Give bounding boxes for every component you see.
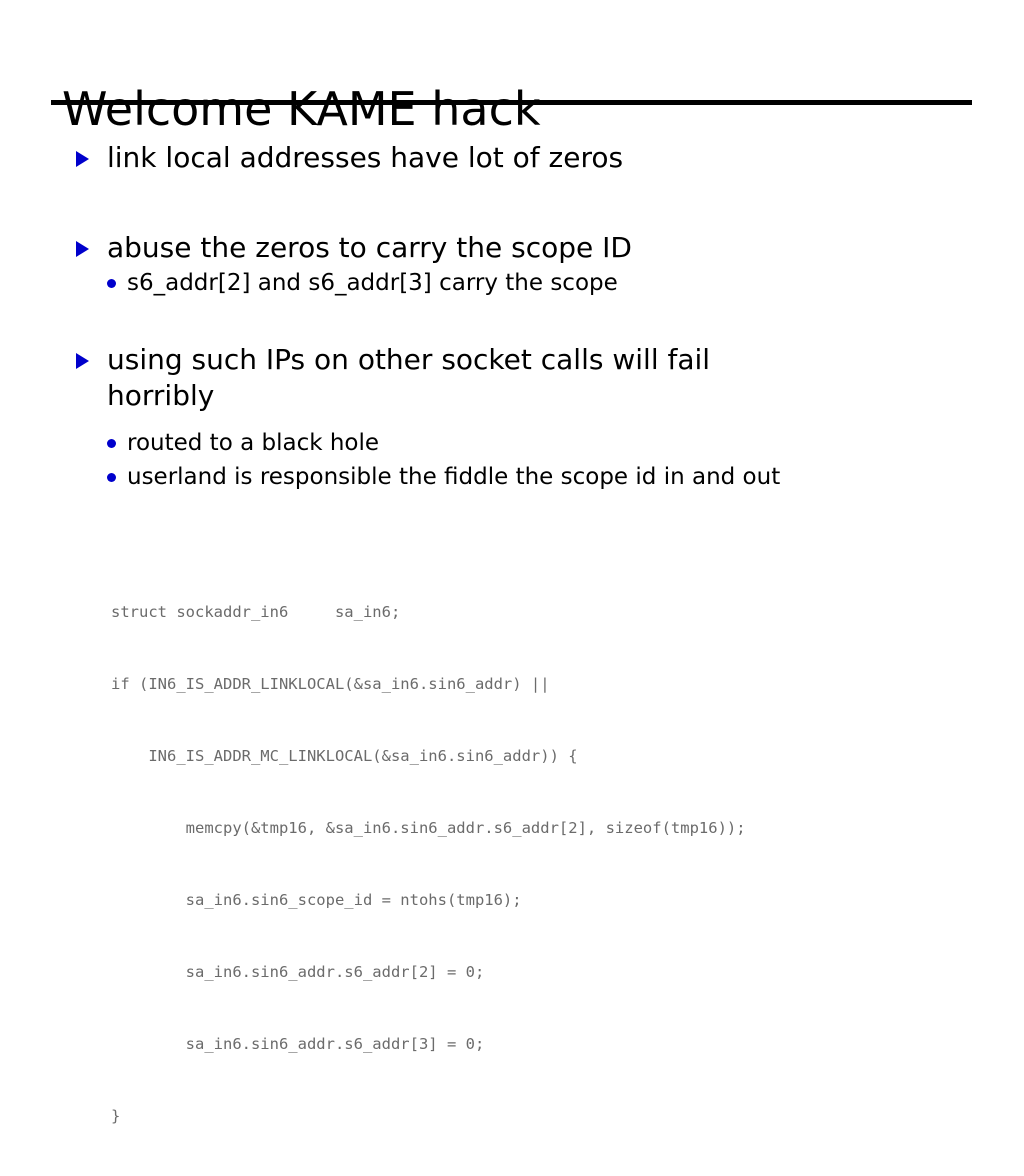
bullet-item: using such IPs on other socket calls wil… <box>0 342 1024 414</box>
title-divider <box>51 100 972 105</box>
spacer <box>0 300 1024 342</box>
sub-bullet-label: userland is responsible the fiddle the s… <box>127 464 781 490</box>
bullet-label: abuse the zeros to carry the scope ID <box>107 231 632 264</box>
sub-bullet-item: userland is responsible the fiddle the s… <box>0 460 1024 494</box>
bullet-label: link local addresses have lot of zeros <box>107 141 624 174</box>
bullet-item: abuse the zeros to carry the scope ID <box>0 230 1024 266</box>
bullet-item: link local addresses have lot of zeros <box>0 140 1024 176</box>
dot-icon <box>107 439 116 448</box>
sub-bullet-item: s6_addr[2] and s6_addr[3] carry the scop… <box>0 266 1024 300</box>
code-line: IN6_IS_ADDR_MC_LINKLOCAL(&sa_in6.sin6_ad… <box>111 747 578 765</box>
sub-bullet-label: routed to a black hole <box>127 430 380 456</box>
page-title: Welcome KAME hack <box>62 81 541 136</box>
code-line: sa_in6.sin6_scope_id = ntohs(tmp16); <box>111 891 522 909</box>
dot-icon <box>107 473 116 482</box>
spacer <box>0 176 1024 230</box>
spacer <box>0 414 1024 426</box>
sub-bullet-item: routed to a black hole <box>0 426 1024 460</box>
triangle-right-icon <box>76 151 89 167</box>
bullet-label: using such IPs on other socket calls wil… <box>107 343 711 412</box>
sub-bullet-label: s6_addr[2] and s6_addr[3] carry the scop… <box>127 270 618 296</box>
code-line: sa_in6.sin6_addr.s6_addr[3] = 0; <box>111 1035 485 1053</box>
code-line: if (IN6_IS_ADDR_LINKLOCAL(&sa_in6.sin6_a… <box>111 675 550 693</box>
slide-body: link local addresses have lot of zeros a… <box>0 140 1024 494</box>
triangle-right-icon <box>76 241 89 257</box>
code-line: struct sockaddr_in6 sa_in6; <box>111 603 401 621</box>
dot-icon <box>107 279 116 288</box>
code-line: sa_in6.sin6_addr.s6_addr[2] = 0; <box>111 963 485 981</box>
code-line: memcpy(&tmp16, &sa_in6.sin6_addr.s6_addr… <box>111 819 746 837</box>
triangle-right-icon <box>76 353 89 369</box>
code-line: } <box>111 1107 121 1125</box>
slide: Welcome KAME hack link local addresses h… <box>0 81 1024 1125</box>
code-block: struct sockaddr_in6 sa_in6; if (IN6_IS_A… <box>111 552 746 1176</box>
